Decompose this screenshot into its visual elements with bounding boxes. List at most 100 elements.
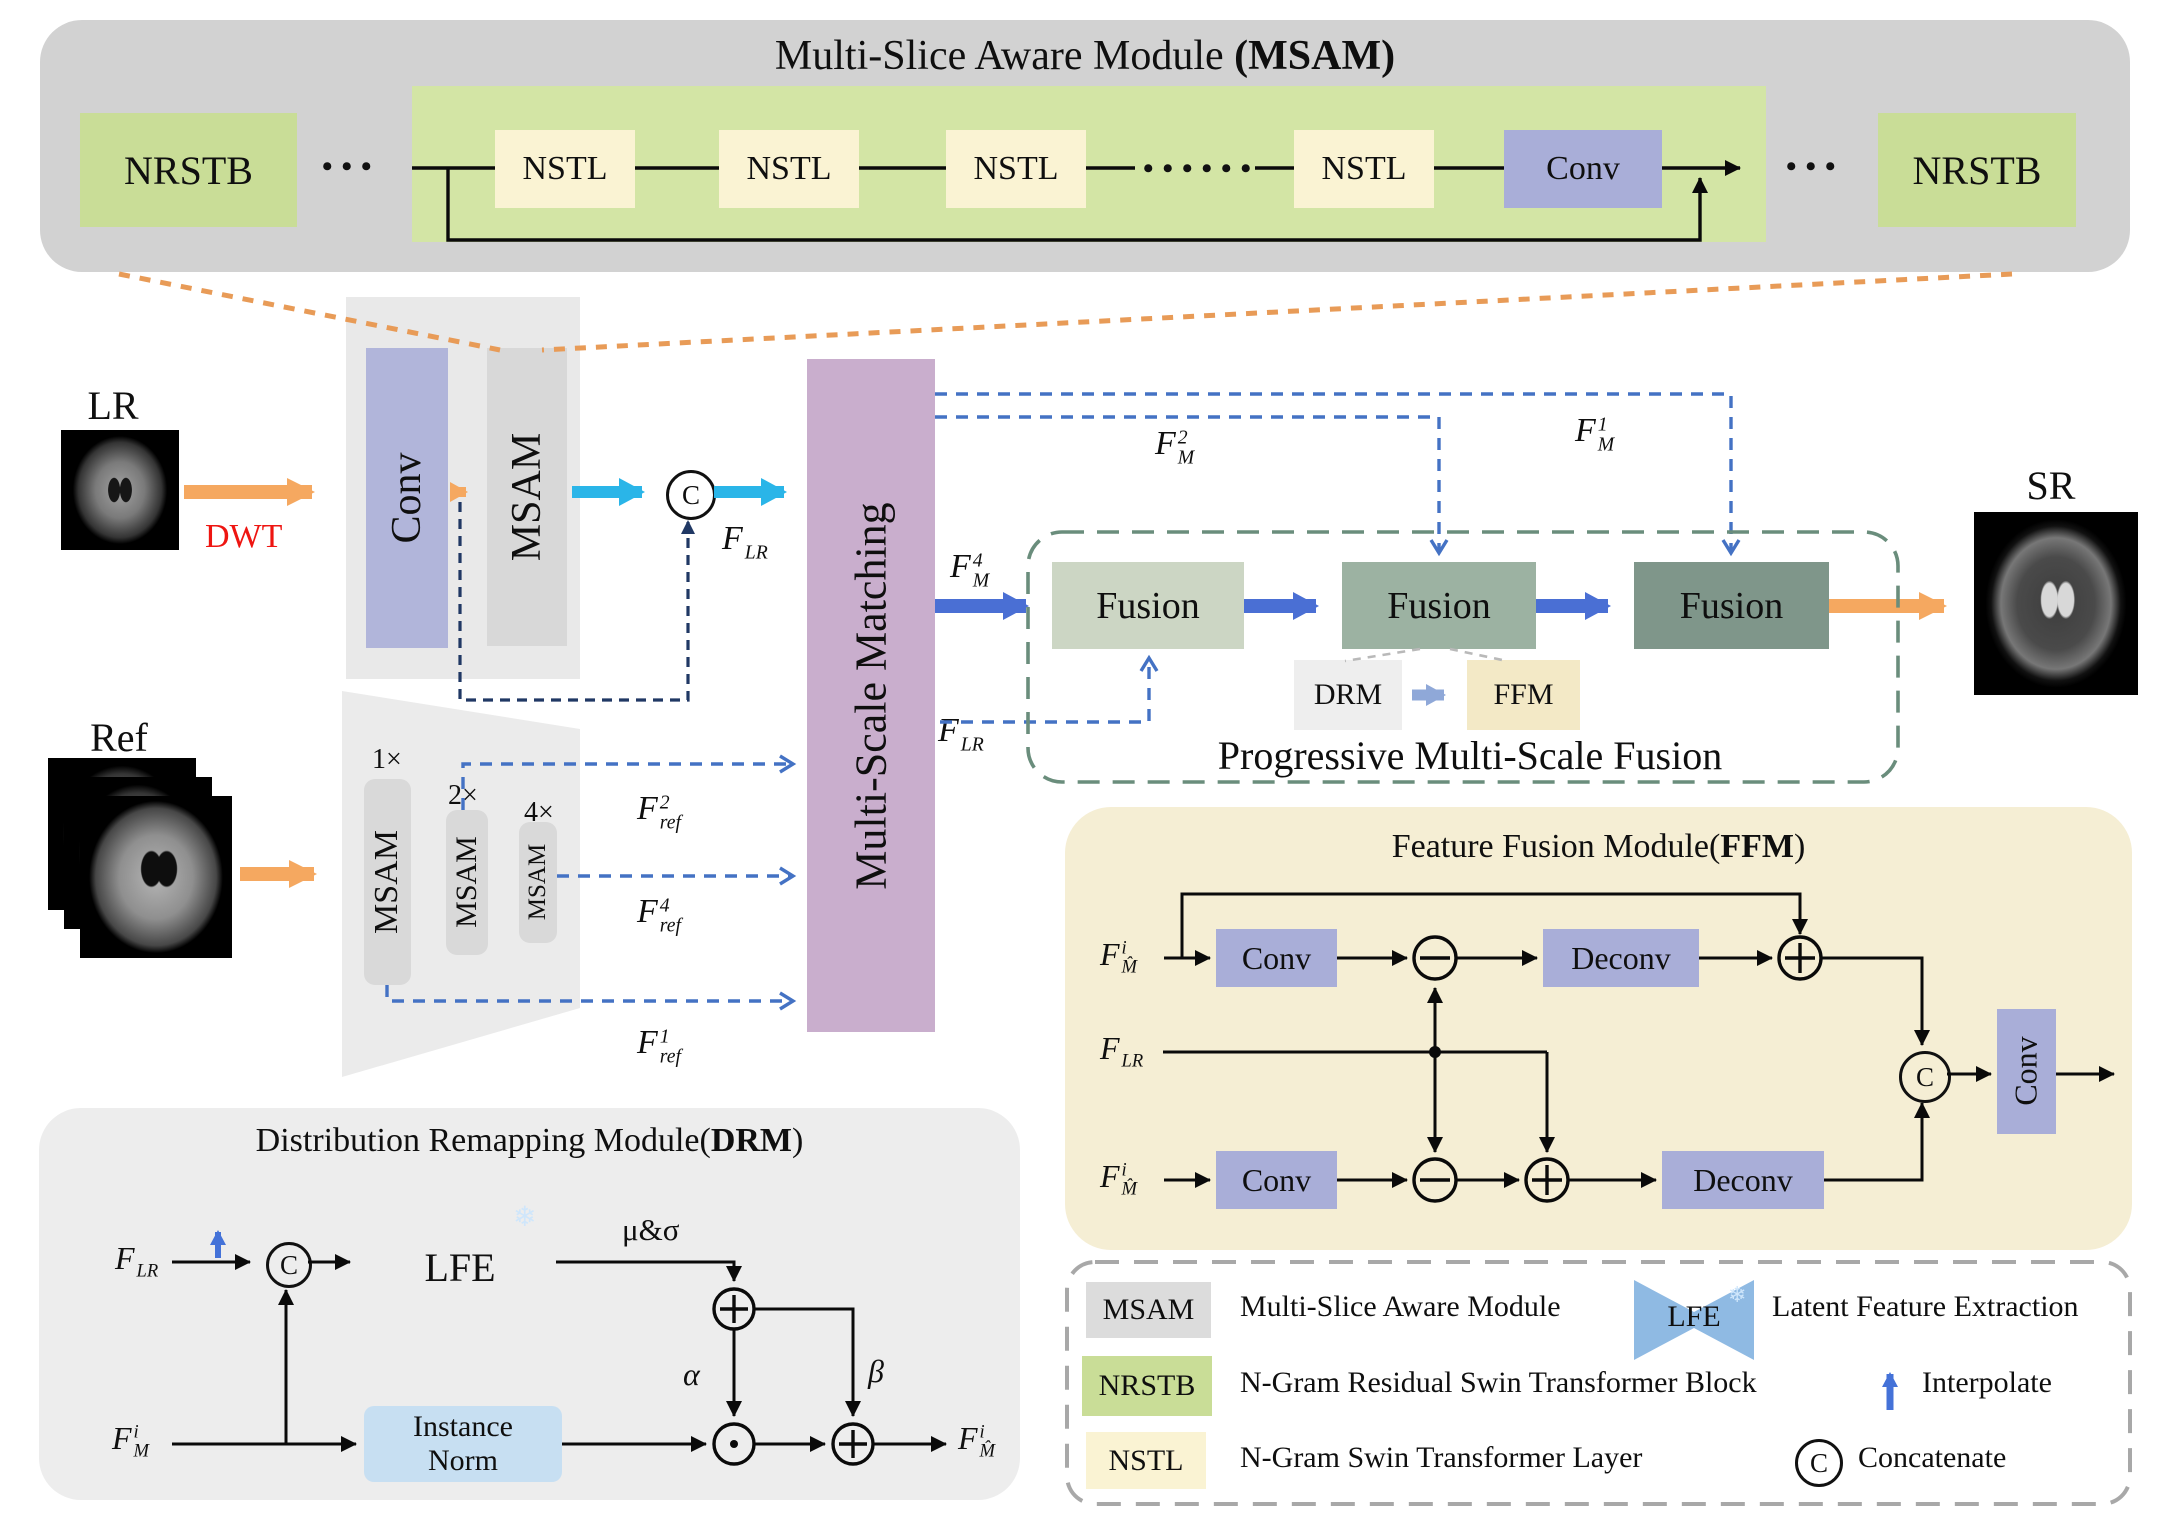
msam-title-text: Multi-Slice Aware Module	[774, 33, 1235, 79]
ffm-deconv-bottom-label: Deconv	[1693, 1161, 1793, 1198]
legend-snowflake-icon: ❄	[1728, 1282, 1747, 1307]
ellipsis-left: •••	[322, 150, 381, 183]
msam-title: Multi-Slice Aware Module (MSAM)	[40, 32, 2130, 80]
lr-label: LR	[87, 383, 139, 428]
ffm-deconv-bottom: Deconv	[1662, 1151, 1824, 1209]
alpha-label: α	[683, 1356, 700, 1392]
legend-nrstb-chip-label: NRSTB	[1098, 1369, 1196, 1402]
msam-title-bold: (MSAM)	[1234, 33, 1396, 79]
ffm-concat-icon: C	[1899, 1051, 1951, 1103]
ffm-chip-label: FFM	[1493, 678, 1554, 711]
legend-nrstb-chip: NRSTB	[1082, 1356, 1212, 1416]
multi-scale-matching-label: Multi-Scale Matching	[846, 502, 896, 890]
nstl-4-label: NSTL	[1321, 150, 1407, 187]
lr-msam-label: MSAM	[504, 432, 550, 562]
drm-chip-label: DRM	[1313, 678, 1383, 711]
msam-conv-label: Conv	[1546, 150, 1620, 187]
sr-brain-image	[1974, 512, 2138, 695]
ref-msam-4x-label: MSAM	[524, 843, 551, 921]
ffm-conv-bottom-label: Conv	[1241, 1161, 1312, 1198]
legend-concat-icon: C	[1795, 1439, 1843, 1487]
nrstb-block-left: NRSTB	[80, 113, 297, 227]
fusion-block-2: Fusion	[1342, 562, 1536, 649]
legend-nstl-desc: N-Gram Swin Transformer Layer	[1240, 1441, 1643, 1474]
ffm-deconv-top: Deconv	[1543, 929, 1699, 987]
nstl-2-label: NSTL	[746, 150, 832, 187]
ffm-conv-out-label: Conv	[2007, 1036, 2044, 1106]
nstl-block-4: NSTL	[1294, 130, 1434, 208]
legend-nstl-chip-label: NSTL	[1108, 1443, 1184, 1477]
drm-concat-icon: C	[266, 1242, 312, 1288]
fusion-block-3: Fusion	[1634, 562, 1829, 649]
sr-label: SR	[2026, 463, 2076, 508]
ffm-title: Feature Fusion Module(FFM)	[1391, 828, 1806, 865]
fusion-3-label: Fusion	[1679, 584, 1784, 627]
legend-nrstb-desc: N-Gram Residual Swin Transformer Block	[1240, 1366, 1757, 1399]
ffm-concat-glyph: C	[1915, 1061, 1934, 1092]
ellipsis-right: •••	[1786, 150, 1845, 183]
concat-icon: C	[666, 470, 716, 520]
beta-label: β	[868, 1353, 884, 1389]
lr-conv-block	[366, 348, 448, 648]
fusion-2-label: Fusion	[1387, 584, 1491, 627]
drm-mini-chip: DRM	[1294, 660, 1402, 730]
legend-concatenate-desc: Concatenate	[1858, 1441, 2007, 1474]
progressive-fusion-caption: Progressive Multi-Scale Fusion	[1217, 733, 1723, 778]
ref-scale-2x-label: 2×	[448, 780, 478, 811]
lr-brain-texture	[61, 430, 179, 550]
ffm-conv-top: Conv	[1216, 929, 1337, 987]
nrstb-block-right: NRSTB	[1878, 113, 2076, 227]
lfe-label: LFE	[424, 1245, 496, 1290]
nstl-block-1: NSTL	[495, 130, 635, 208]
f-ref2-dashed-line	[461, 754, 797, 810]
drm-title: Distribution Remapping Module(DRM)	[255, 1122, 804, 1159]
nrstb-right-label: NRSTB	[1912, 147, 2042, 193]
msam-conv-block: Conv	[1504, 130, 1662, 208]
ref-msam-2x-label: MSAM	[450, 836, 483, 928]
legend-interpolate-desc: Interpolate	[1922, 1366, 2052, 1399]
ref-brain-image-front	[80, 796, 232, 958]
fusion-block-1: Fusion	[1052, 562, 1244, 649]
ffm-mini-chip: FFM	[1467, 660, 1580, 730]
sr-brain-texture	[1974, 512, 2138, 695]
legend-msam-chip: MSAM	[1086, 1282, 1211, 1338]
ffm-conv-out	[1997, 1009, 2056, 1134]
f-ref1-dashed-line	[385, 985, 797, 1011]
legend-nstl-chip: NSTL	[1086, 1432, 1206, 1489]
ref-label: Ref	[90, 715, 148, 760]
nstl-3-label: NSTL	[973, 150, 1059, 187]
nrstb-left-label: NRSTB	[124, 147, 253, 193]
multi-scale-matching-block	[807, 359, 935, 1032]
snowflake-icon: ❄	[513, 1202, 537, 1233]
ref-msam-1x-label: MSAM	[368, 830, 405, 934]
ellipsis-mid: ••••••	[1143, 152, 1261, 185]
legend-lfe-label: LFE	[1667, 1300, 1721, 1333]
concat-glyph: C	[681, 479, 700, 510]
dwt-label: DWT	[205, 518, 283, 555]
legend-msam-desc: Multi-Slice Aware Module	[1240, 1290, 1561, 1323]
ffm-conv-bottom: Conv	[1216, 1151, 1337, 1209]
ref-front-texture	[80, 796, 232, 958]
fusion-1-label: Fusion	[1096, 584, 1200, 627]
nstl-block-2: NSTL	[719, 130, 859, 208]
ref-scale-1x-label: 1×	[372, 744, 402, 775]
legend-lfe-desc: Latent Feature Extraction	[1772, 1290, 2079, 1323]
legend-msam-chip-label: MSAM	[1102, 1293, 1195, 1326]
drm-concat-glyph: C	[279, 1249, 298, 1280]
ffm-conv-top-label: Conv	[1241, 939, 1312, 976]
